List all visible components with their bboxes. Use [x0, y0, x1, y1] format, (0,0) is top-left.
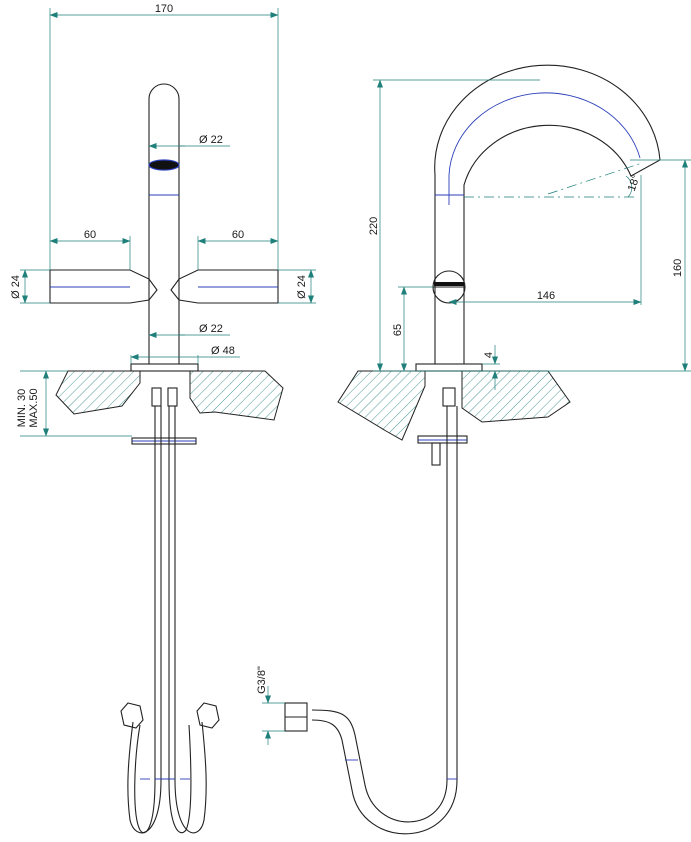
hose-nut-left: [120, 702, 144, 729]
dim-connection-thread: G3/8": [256, 666, 268, 694]
dim-left-handle-diameter: Ø 24: [10, 275, 22, 299]
dim-base-thickness: 4: [483, 352, 495, 358]
dim-width-total: 170: [155, 3, 173, 15]
fixing-nut-left: [151, 387, 162, 407]
dim-body-diameter: Ø 22: [199, 323, 223, 335]
side-fixing-nut: [442, 387, 456, 407]
dim-deck-max: MAX.50: [28, 388, 40, 427]
right-handle: [170, 269, 279, 304]
spout-body: [148, 83, 180, 364]
fixing-nut-right: [167, 387, 178, 407]
side-base-plate: [415, 363, 483, 372]
side-supply-hose: [311, 406, 448, 823]
dim-spout-angle: 18°: [626, 173, 643, 193]
dim-right-handle-diameter: Ø 24: [296, 275, 308, 299]
countertop-left: [55, 370, 141, 415]
side-threaded-rod: [431, 442, 441, 466]
gooseneck-spout: [434, 64, 661, 364]
left-handle: [49, 269, 158, 304]
aerator-outlet: [148, 159, 180, 171]
countertop-side-left: [337, 370, 426, 441]
dim-handle-height: 65: [392, 324, 404, 336]
dim-spout-reach: 146: [537, 290, 555, 302]
dim-right-handle-length: 60: [232, 229, 244, 241]
supply-hose-right: [168, 406, 192, 834]
dim-spout-diameter: Ø 22: [199, 134, 223, 146]
countertop-side-right: [461, 370, 571, 423]
base-plate: [130, 363, 199, 372]
side-mounting-bracket: [417, 435, 468, 444]
countertop-right: [189, 370, 284, 421]
dim-base-diameter: Ø 48: [211, 345, 235, 357]
hose-nut-right: [196, 702, 220, 729]
front-view: 170 Ø 22 60 60 Ø 24 Ø 24 Ø 22 Ø 48: [10, 3, 316, 834]
side-view: 220 160 146 18° 65 4 G3/8": [256, 64, 691, 835]
dim-deck-min: MIN. 30: [16, 389, 28, 428]
supply-hose-left: [134, 406, 156, 834]
dim-spout-height: 160: [672, 259, 684, 277]
dim-left-handle-length: 60: [84, 229, 96, 241]
dim-height-total: 220: [368, 217, 380, 235]
